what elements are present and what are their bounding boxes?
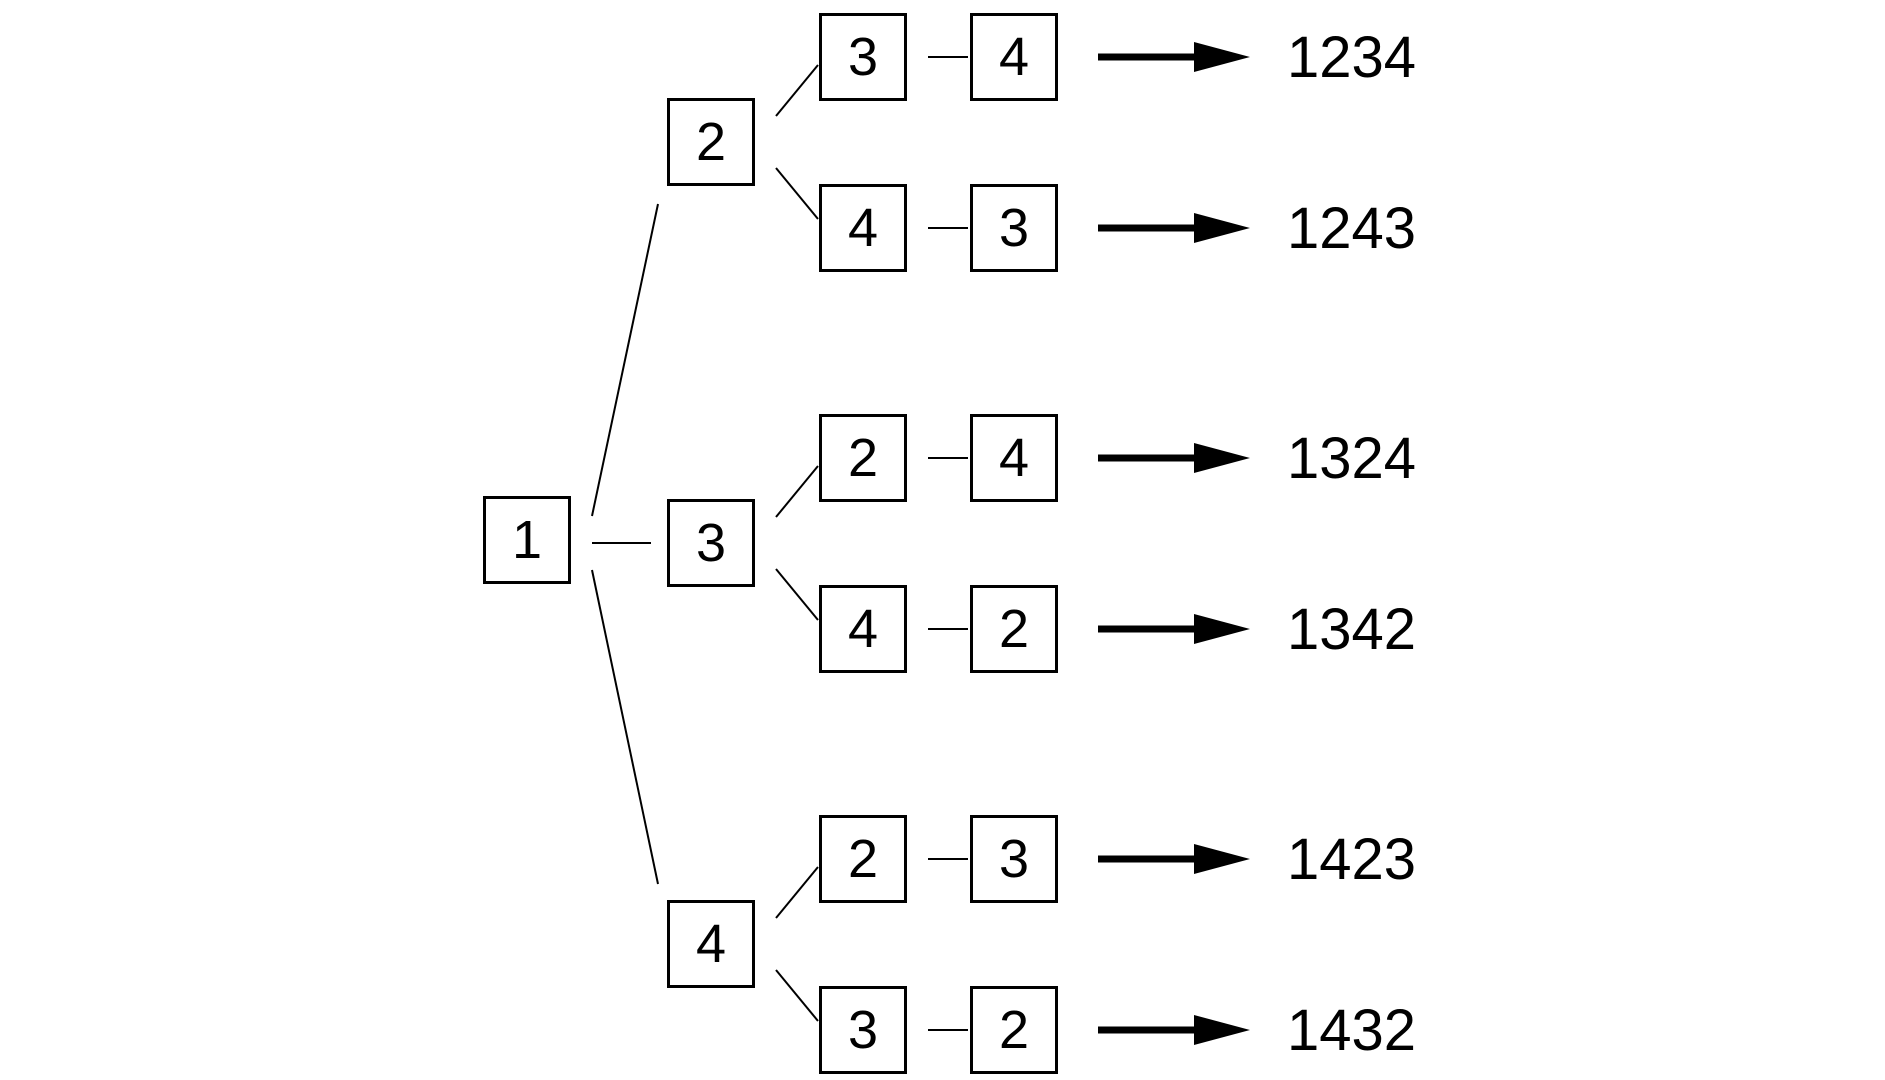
arrow-head: [1194, 42, 1250, 72]
level3-node: 2: [970, 986, 1058, 1074]
root-node: 1: [483, 496, 571, 584]
level1-node-3: 3: [667, 499, 755, 587]
permutation-result: 1243: [1287, 196, 1417, 261]
level2-node: 4: [819, 585, 907, 673]
arrow-head: [1194, 443, 1250, 473]
level3-node: 4: [970, 13, 1058, 101]
level3-node: 2: [970, 585, 1058, 673]
edge-level1-to-level2: [775, 866, 819, 919]
arrow-head: [1194, 1015, 1250, 1045]
permutation-result: 1342: [1287, 597, 1417, 662]
permutation-result: 1234: [1287, 25, 1417, 90]
level2-node: 3: [819, 13, 907, 101]
edge-level1-to-level2: [775, 568, 819, 621]
level2-node: 4: [819, 184, 907, 272]
level3-node: 3: [970, 815, 1058, 903]
edge-root-to-4: [591, 569, 659, 885]
level2-node: 2: [819, 815, 907, 903]
edge-level1-to-level2: [775, 969, 819, 1022]
arrow-head: [1194, 614, 1250, 644]
permutation-result: 1432: [1287, 998, 1417, 1063]
edge-root-to-2: [591, 203, 659, 517]
permutation-result: 1423: [1287, 827, 1417, 892]
level1-node-2: 2: [667, 98, 755, 186]
edge-level1-to-level2: [775, 64, 819, 117]
level3-node: 3: [970, 184, 1058, 272]
edge-level1-to-level2: [775, 465, 819, 518]
permutation-result: 1324: [1287, 426, 1417, 491]
level2-node: 2: [819, 414, 907, 502]
level1-node-4: 4: [667, 900, 755, 988]
arrow-head: [1194, 213, 1250, 243]
arrow-head: [1194, 844, 1250, 874]
level2-node: 3: [819, 986, 907, 1074]
level3-node: 4: [970, 414, 1058, 502]
edge-level1-to-level2: [775, 167, 819, 220]
